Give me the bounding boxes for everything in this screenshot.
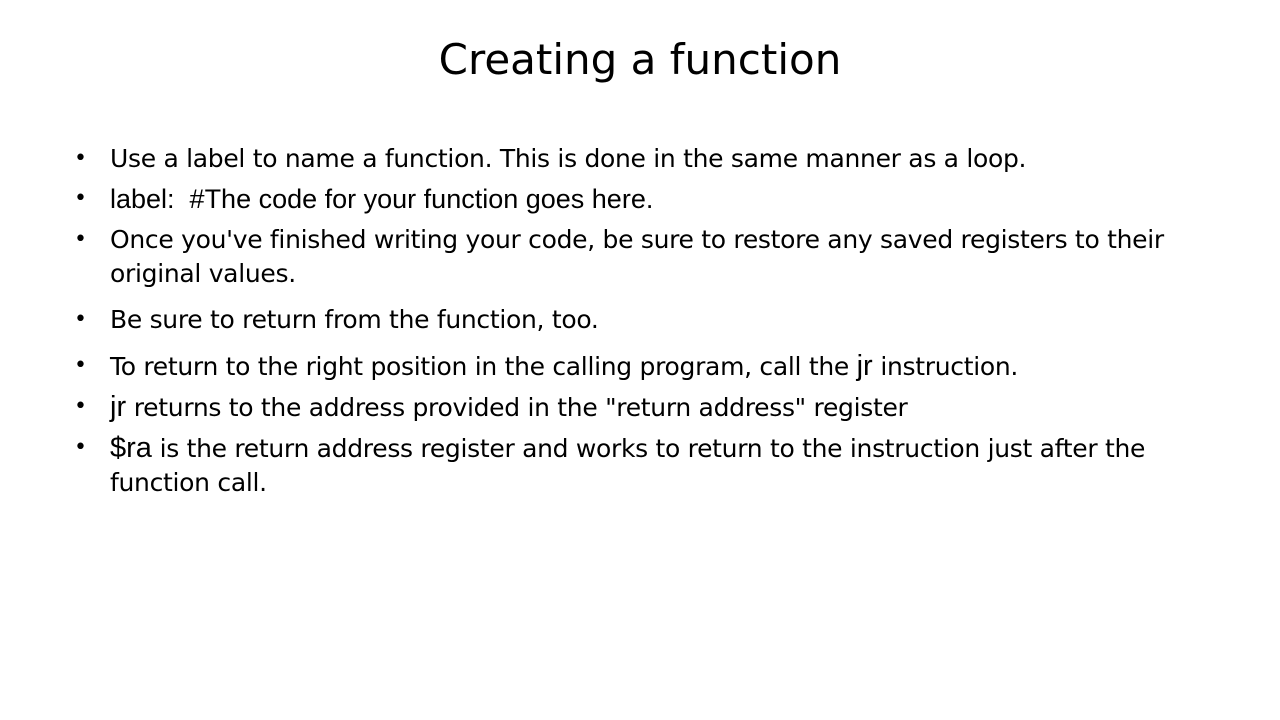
bullet-dot: • <box>74 435 87 460</box>
bullet-item: • Be sure to return from the function, t… <box>72 303 1242 337</box>
bullet-item: • jr returns to the address provided in … <box>72 390 1242 425</box>
bullet-list: • Use a label to name a function. This i… <box>72 142 1242 500</box>
bullet-text: is the return address register and works… <box>110 434 1146 497</box>
code-text: jr <box>856 350 873 382</box>
bullet-dot: • <box>74 186 87 211</box>
bullet-item: • Use a label to name a function. This i… <box>72 142 1242 176</box>
bullet-text: To return to the right position in the c… <box>110 352 857 381</box>
bullet-item: • label: #The code for your function goe… <box>72 182 1242 217</box>
code-text: $ra <box>110 432 152 464</box>
bullet-dot: • <box>74 353 87 378</box>
bullet-dot: • <box>74 307 87 332</box>
code-text: label: #The code for your function goes … <box>110 184 654 214</box>
bullet-item: • Once you've finished writing your code… <box>72 223 1242 291</box>
code-text: jr <box>110 391 127 423</box>
bullet-dot: • <box>74 394 87 419</box>
bullet-text: Use a label to name a function. This is … <box>110 144 1027 173</box>
bullet-dot: • <box>74 146 87 171</box>
bullet-text: returns to the address provided in the "… <box>126 393 908 422</box>
bullet-text: Once you've finished writing your code, … <box>110 225 1164 288</box>
bullet-item: • To return to the right position in the… <box>72 349 1242 384</box>
bullet-text: instruction. <box>872 352 1019 381</box>
bullet-item: • $ra is the return address register and… <box>72 431 1242 500</box>
slide-title: Creating a function <box>438 35 842 84</box>
bullet-text: Be sure to return from the function, too… <box>110 305 599 334</box>
bullet-dot: • <box>74 227 87 252</box>
